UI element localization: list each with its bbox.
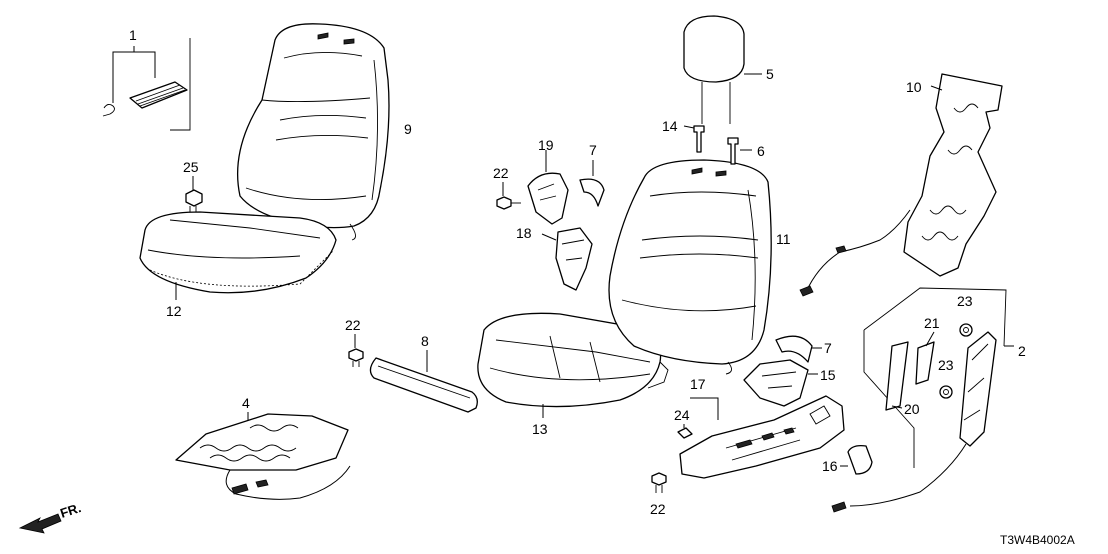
callout-21: 21 (924, 315, 940, 331)
part-24-clip (677, 424, 693, 439)
part-16-knob (840, 444, 873, 475)
callout-18: 18 (516, 225, 532, 241)
callout-15: 15 (820, 367, 836, 383)
part-9-seatback-cover (237, 23, 390, 241)
part-15-bracket (743, 359, 818, 407)
callout-25: 25 (183, 159, 199, 175)
part-5-headrest (683, 15, 762, 124)
callout-6: 6 (757, 143, 765, 159)
part-25-screw (185, 176, 203, 212)
callout-22-upper: 22 (493, 165, 509, 181)
part-12-seat-cushion-cover (139, 211, 337, 300)
callout-5: 5 (766, 66, 774, 82)
part-22-screw-lower (651, 472, 667, 493)
part-21-wire (915, 331, 935, 385)
callout-16: 16 (822, 458, 838, 474)
part-4-seat-heater (175, 412, 351, 500)
part-23-nut-lower (939, 385, 953, 399)
part-23-nut-upper (959, 323, 973, 337)
diagram-code: T3W4B4002A (1000, 533, 1075, 547)
front-direction-label: FR. (58, 500, 83, 521)
callout-13: 13 (532, 421, 548, 437)
part-11-seatback (608, 159, 772, 375)
callout-19: 19 (538, 137, 554, 153)
callout-11: 11 (776, 231, 791, 247)
part-17-side-garnish (679, 395, 845, 479)
callout-17: 17 (690, 376, 706, 392)
part-18-bracket (541, 227, 593, 291)
callout-4: 4 (242, 395, 250, 411)
part-6-headrest-guide (727, 137, 752, 165)
callout-labels: 1 2 4 5 6 7 7 8 9 10 11 12 13 14 15 16 1… (129, 27, 1026, 517)
front-direction-arrow (18, 513, 62, 534)
callout-24: 24 (674, 407, 690, 423)
callout-2: 2 (1018, 343, 1026, 359)
callout-8: 8 (421, 333, 429, 349)
callout-23-lower: 23 (938, 357, 954, 373)
part-2-side-module (831, 331, 997, 513)
part-8-trim-strip (369, 350, 478, 413)
part-19-cover (527, 150, 569, 225)
part-22-screw-left (348, 334, 364, 367)
part-22-screw-upper (496, 182, 521, 210)
callout-10: 10 (906, 79, 922, 95)
callout-7-lower: 7 (824, 340, 832, 356)
callout-12: 12 (166, 303, 182, 319)
part-14-headrest-guide (683, 125, 705, 153)
callout-22-left: 22 (345, 317, 361, 333)
part-20-bracket (885, 341, 909, 411)
callout-20: 20 (904, 401, 920, 417)
callout-23-upper: 23 (957, 293, 973, 309)
callout-14: 14 (662, 118, 678, 134)
part-7-cover-lower (775, 335, 822, 363)
callout-7-upper: 7 (589, 142, 597, 158)
callout-1: 1 (129, 27, 137, 43)
part-1-clip-group (102, 38, 191, 131)
callout-9: 9 (404, 121, 412, 137)
part-7-cover-upper (579, 160, 605, 207)
callout-22-lower: 22 (650, 501, 666, 517)
part-10-back-heater (799, 73, 1003, 297)
part-13-seat-cushion (477, 312, 669, 418)
